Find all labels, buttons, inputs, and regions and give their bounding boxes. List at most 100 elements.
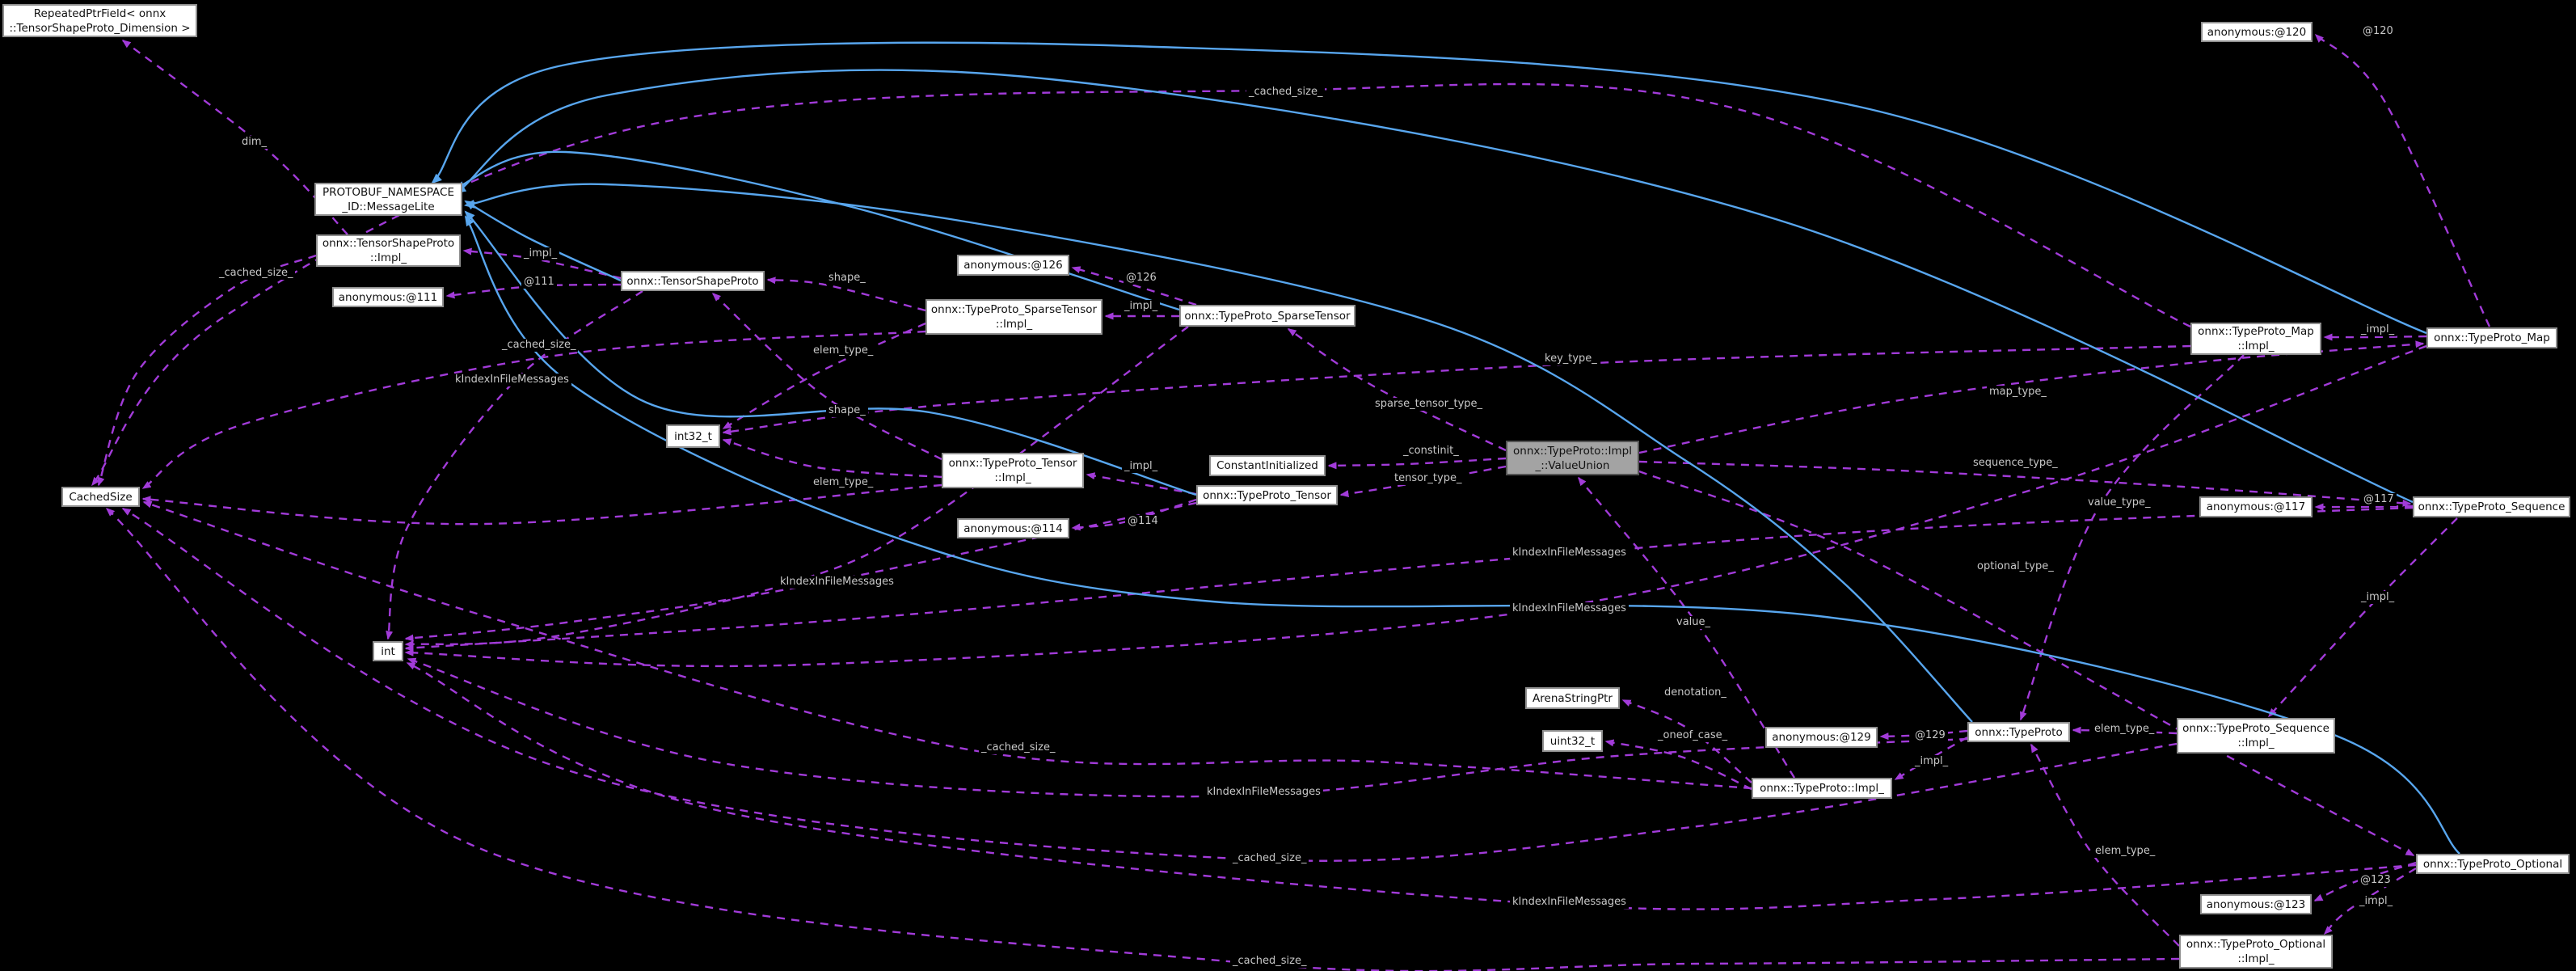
edge-label-value: value_ (1674, 616, 1714, 629)
member-edge-opt-to-opt_impl (2323, 867, 2417, 935)
edge-label-@120: @120 (2360, 25, 2396, 38)
edge-label-@111: @111 (521, 276, 557, 289)
edge-label-elem-type: elem_type_ (811, 476, 876, 489)
edge-label-shape: shape_ (826, 272, 868, 285)
member-edge-st_impl-to-cached (141, 330, 926, 490)
edge-label-sparse-tensor-type: sparse_tensor_type_ (1372, 398, 1486, 411)
graph-node-seq[interactable]: onnx::TypeProto_Sequence (2413, 496, 2570, 517)
member-edge-opt-to-int (406, 661, 2417, 910)
edge-label-kindexinfilemessages: kIndexInFileMessages (1510, 602, 1629, 615)
member-edge-seq-to-anon117 (2314, 503, 2414, 511)
graph-node-ml[interactable]: PROTOBUF_NAMESPACE _ID::MessageLite (314, 183, 462, 216)
edge-label-kindexinfilemessages: kIndexInFileMessages (1510, 896, 1629, 909)
edge-label-impl: _impl_ (2357, 895, 2396, 908)
edge-label-cached-size: _cached_size_ (1230, 852, 1309, 865)
edge-label-impl: _impl_ (1122, 300, 1161, 313)
graph-node-anon123[interactable]: anonymous:@123 (2200, 894, 2312, 914)
inherit-edge-map-to-ml (431, 41, 2427, 335)
edge-label-cached-size: _cached_size_ (500, 339, 579, 352)
graph-node-map_impl[interactable]: onnx::TypeProto_Map ::Impl_ (2190, 323, 2321, 355)
member-edge-vu-to-opt (1638, 470, 2415, 857)
graph-node-anon120[interactable]: anonymous:@120 (2201, 22, 2312, 42)
graph-node-anon117[interactable]: anonymous:@117 (2199, 496, 2312, 517)
edge-label-impl: _impl_ (1122, 460, 1161, 473)
graph-node-u32[interactable]: uint32_t (1542, 730, 1603, 752)
member-edge-seq_impl-to-cached (121, 507, 2178, 862)
edge-layer (91, 33, 2491, 971)
member-edge-t_impl-to-cached (141, 483, 942, 526)
member-edge-st-to-anon126 (1071, 266, 1197, 306)
edge-label-cached-size: _cached_size_ (217, 267, 296, 280)
member-edge-map_impl-to-cached (91, 82, 2191, 487)
graph-node-t_impl[interactable]: onnx::TypeProto_Tensor ::Impl_ (942, 453, 1084, 488)
member-edge-vu-to-tensor (1339, 465, 1507, 498)
member-edge-tp-to-int (407, 657, 1968, 798)
edge-label-kindexinfilemessages: kIndexInFileMessages (778, 576, 896, 589)
graph-node-repeated[interactable]: RepeatedPtrField< onnx ::TensorShapeProt… (2, 4, 197, 37)
graph-node-asp[interactable]: ArenaStringPtr (1525, 687, 1620, 709)
member-edge-tsp_impl-to-repeated (121, 40, 348, 235)
inherit-edge-opt-to-ml (464, 215, 2460, 855)
edge-label-@129: @129 (1912, 729, 1948, 742)
edge-label-impl: _impl_ (521, 247, 560, 260)
member-edge-vu-to-ci (1327, 457, 1507, 470)
edge-label-kindexinfilemessages: kIndexInFileMessages (1204, 786, 1323, 799)
member-edge-opt_impl-to-cached (105, 507, 2180, 971)
member-edge-t_impl-to-int32 (722, 438, 942, 479)
member-edge-map_impl-to-tp (2019, 354, 2245, 721)
member-edge-seq-to-seq_impl (2267, 517, 2458, 718)
member-edge-map-to-anon120 (2314, 33, 2491, 327)
edge-label-cached-size: _cached_size_ (1246, 86, 1326, 99)
graph-node-tp[interactable]: onnx::TypeProto (1967, 722, 2070, 742)
graph-node-ci[interactable]: ConstantInitialized (1209, 455, 1326, 476)
member-edge-tensor-to-t_impl (1086, 472, 1197, 496)
edge-label-@123: @123 (2358, 874, 2393, 887)
member-edge-tp_impl-to-u32 (1604, 739, 1752, 791)
member-edge-st-to-int (404, 326, 1189, 648)
graph-node-opt[interactable]: onnx::TypeProto_Optional (2416, 854, 2570, 874)
graph-node-anon111[interactable]: anonymous:@111 (332, 287, 444, 307)
inherit-edge-tsp-to-ml (464, 200, 622, 282)
edge-label-impl: _impl_ (2359, 591, 2397, 604)
member-edge-tp_impl-to-asp (1621, 699, 1752, 783)
graph-node-map[interactable]: onnx::TypeProto_Map (2426, 327, 2557, 348)
graph-node-tsp[interactable]: onnx::TensorShapeProto (621, 271, 765, 291)
graph-node-int32[interactable]: int32_t (666, 424, 720, 448)
member-edge-opt_impl-to-tp (2030, 743, 2180, 947)
edge-label-elem-type: elem_type_ (2092, 723, 2157, 736)
edge-label-impl: _impl_ (1912, 755, 1951, 768)
inherit-edge-st-to-ml (453, 150, 1180, 311)
member-edge-tsp_impl-to-cached (97, 254, 317, 487)
member-edge-vu-to-seq (1638, 460, 2412, 507)
graph-node-anon126[interactable]: anonymous:@126 (957, 255, 1069, 276)
member-edge-tensor-to-anon114 (1071, 498, 1197, 531)
edge-label-denotation: denotation_ (1662, 686, 1729, 699)
graph-node-vu[interactable]: onnx::TypeProto::Impl _::ValueUnion (1506, 441, 1639, 475)
edge-label-dim: dim_ (239, 136, 270, 149)
graph-node-anon129[interactable]: anonymous:@129 (1765, 727, 1878, 748)
graph-node-tensor[interactable]: onnx::TypeProto_Tensor (1196, 485, 1338, 505)
graph-node-int[interactable]: int (373, 641, 403, 661)
graph-node-anon114[interactable]: anonymous:@114 (957, 518, 1069, 538)
graph-node-tsp_impl[interactable]: onnx::TensorShapeProto ::Impl_ (316, 234, 461, 267)
inherit-edge-tp-to-ml (464, 183, 1973, 723)
graph-node-tp_impl[interactable]: onnx::TypeProto::Impl_ (1752, 778, 1892, 799)
member-edge-vu-to-st (1287, 328, 1507, 452)
edge-label-optional-type: optional_type_ (1975, 560, 2056, 573)
edge-label-kindexinfilemessages: kIndexInFileMessages (1510, 547, 1629, 559)
graph-node-opt_impl[interactable]: onnx::TypeProto_Optional ::Impl_ (2179, 935, 2333, 969)
member-edge-map-to-int (404, 344, 2427, 668)
graph-node-st[interactable]: onnx::TypeProto_SparseTensor (1179, 305, 1355, 327)
edge-label-@117: @117 (2361, 493, 2397, 506)
graph-node-seq_impl[interactable]: onnx::TypeProto_Sequence ::Impl_ (2177, 718, 2335, 754)
edge-label-impl: _impl_ (2359, 323, 2397, 336)
member-edge-tensor-to-int (404, 501, 1197, 642)
member-edge-tsp-to-int (386, 290, 643, 640)
edge-label-cached-size: _cached_size_ (979, 741, 1058, 754)
edge-label-@126: @126 (1124, 272, 1159, 285)
graph-node-st_impl[interactable]: onnx::TypeProto_SparseTensor ::Impl_ (925, 299, 1102, 335)
graph-node-cached[interactable]: CachedSize (61, 487, 140, 507)
edge-label-@114: @114 (1125, 515, 1161, 528)
